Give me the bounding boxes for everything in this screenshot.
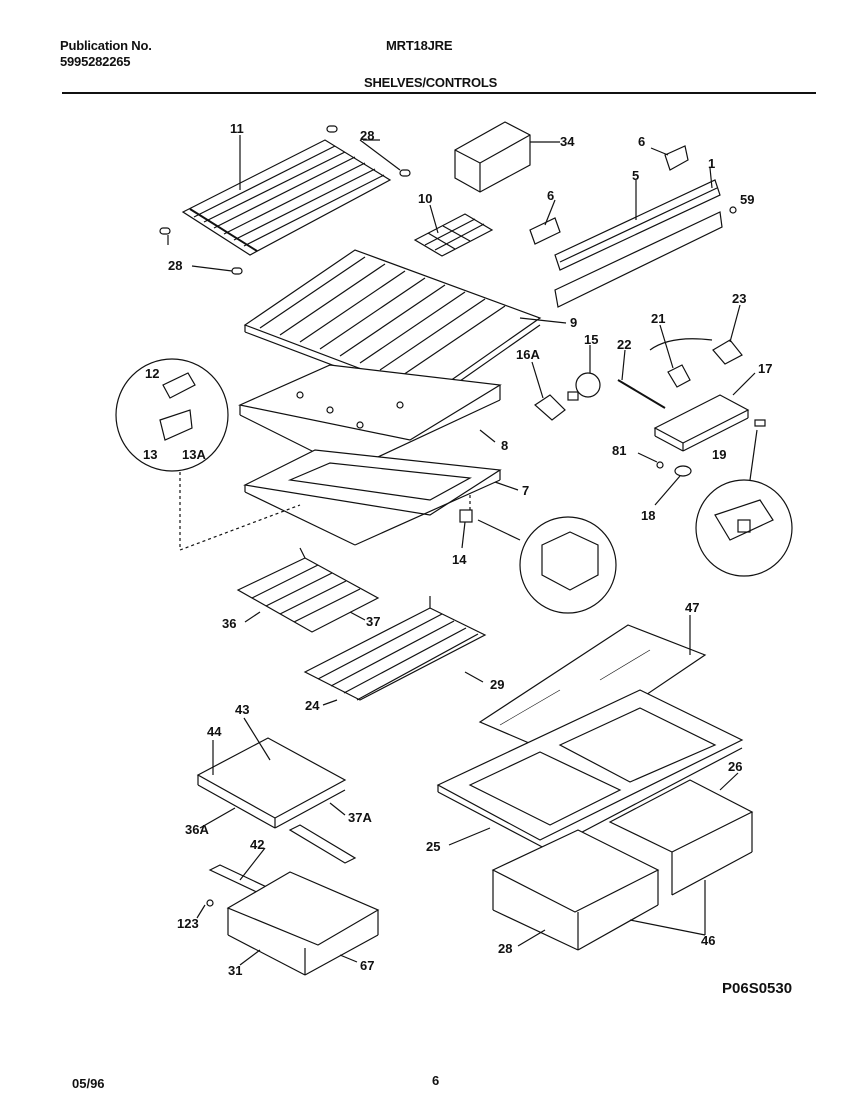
model-number: MRT18JRE <box>386 38 453 53</box>
callout-label: 47 <box>685 600 699 615</box>
callout-label: 28 <box>498 941 512 956</box>
callout-label: 1 <box>708 156 715 171</box>
shelf-base <box>243 449 502 546</box>
callout-label: 81 <box>612 443 626 458</box>
publication-label: Publication No. <box>60 38 152 53</box>
shelf-pin <box>159 227 171 235</box>
callout-label: 67 <box>360 958 374 973</box>
egg-tray <box>413 213 494 257</box>
callout-label: 59 <box>740 192 754 207</box>
storage-bin <box>454 121 560 193</box>
shelf-pin <box>399 169 411 177</box>
screw <box>206 899 214 907</box>
callout-label: 29 <box>490 677 504 692</box>
callout-label: 37A <box>348 810 372 825</box>
shelf-pin <box>326 125 338 133</box>
light-socket <box>534 394 566 421</box>
callout-label: 25 <box>426 839 440 854</box>
glass-shelf-small <box>196 737 347 829</box>
callout-label: 6 <box>547 188 554 203</box>
callout-label: 9 <box>570 315 577 330</box>
callout-label: 7 <box>522 483 529 498</box>
detail-circle-14 <box>519 516 617 614</box>
callout-label: 46 <box>701 933 715 948</box>
callout-label: 34 <box>560 134 575 149</box>
control-panel <box>554 179 723 308</box>
switch <box>754 419 766 427</box>
mounting-bracket <box>664 145 689 171</box>
callout-label: 8 <box>501 438 508 453</box>
header-rule <box>62 92 816 94</box>
wire-harness <box>667 364 691 388</box>
mounting-bracket <box>529 217 561 245</box>
callout-label: 28 <box>168 258 182 273</box>
shelf-frame <box>238 364 502 471</box>
callout-label: 12 <box>145 366 159 381</box>
callout-label: 31 <box>228 963 242 978</box>
detail-circle-19 <box>695 479 793 577</box>
wire-shelf-small <box>236 547 380 633</box>
callout-label: 17 <box>758 361 772 376</box>
callout-label: 10 <box>418 191 432 206</box>
control-housing <box>653 394 750 452</box>
thermostat <box>712 339 743 365</box>
callout-label: 44 <box>207 724 222 739</box>
detail-circle-12 <box>115 358 229 472</box>
door-switch <box>459 509 473 523</box>
callout-label: 13 <box>143 447 157 462</box>
screw <box>729 206 737 214</box>
light-bulb <box>575 372 601 398</box>
callout-label: 37 <box>366 614 380 629</box>
callout-label: 5 <box>632 168 639 183</box>
crisper-drawer-left <box>491 829 660 951</box>
screw <box>656 461 664 469</box>
page-number: 6 <box>432 1073 440 1088</box>
callout-label: 22 <box>617 337 631 352</box>
callout-label: 6 <box>638 134 645 149</box>
callout-label: 14 <box>452 552 467 567</box>
publication-number: 5995282265 <box>60 54 131 69</box>
knob <box>674 465 692 477</box>
crisper-drawer-right <box>608 779 754 896</box>
callout-label: 16A <box>516 347 540 362</box>
callout-label: 11 <box>230 121 244 136</box>
callout-label: 43 <box>235 702 249 717</box>
callout-label: 15 <box>584 332 598 347</box>
callout-label: 18 <box>641 508 655 523</box>
shelf-pin <box>231 267 243 275</box>
crisper-rail <box>288 824 357 864</box>
callout-label: 36A <box>185 822 209 837</box>
callout-label: 21 <box>651 311 665 326</box>
footer-date: 05/96 <box>72 1076 105 1091</box>
section-title: SHELVES/CONTROLS <box>364 75 498 90</box>
wire-shelf-long <box>303 596 487 701</box>
drawing-code: P06S0530 <box>722 980 793 997</box>
callout-label: 24 <box>305 698 320 713</box>
callout-label: 26 <box>728 759 742 774</box>
callout-label: 123 <box>177 916 199 931</box>
wire-shelf-top <box>181 139 392 256</box>
callout-label: 19 <box>712 447 726 462</box>
callout-label: 36 <box>222 616 236 631</box>
rod <box>617 379 666 409</box>
callout-label: 42 <box>250 837 264 852</box>
callout-label: 23 <box>732 291 746 306</box>
callout-label: 13A <box>182 447 206 462</box>
callout-label: 28 <box>360 128 374 143</box>
